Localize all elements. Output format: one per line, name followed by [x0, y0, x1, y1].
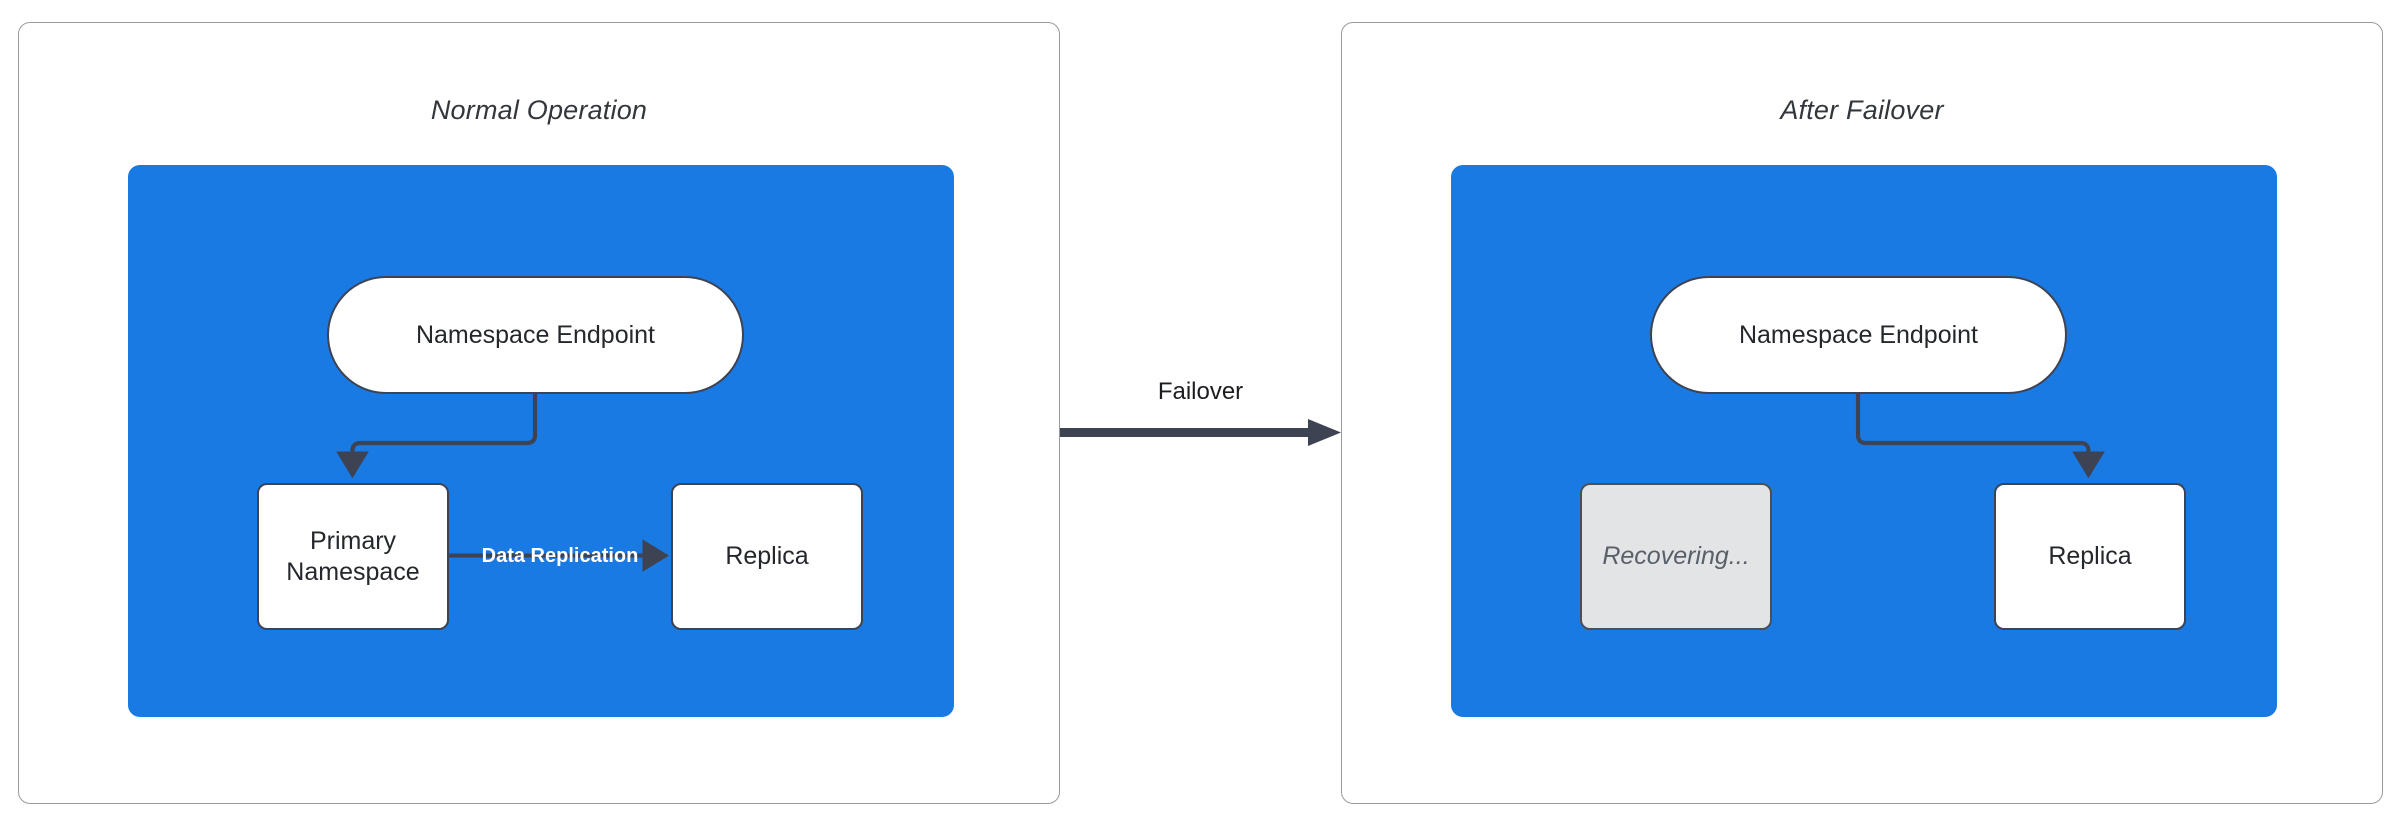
cluster-after-failover: Namespace Endpoint Recovering... Replica: [1451, 165, 2277, 717]
node-namespace-endpoint-left[interactable]: Namespace Endpoint: [327, 276, 744, 394]
cluster-normal-operation: Namespace Endpoint Primary Namespace Rep…: [128, 165, 954, 717]
node-label: Replica: [725, 542, 809, 571]
connector-layer-right: [1855, 393, 2105, 479]
node-namespace-endpoint-right[interactable]: Namespace Endpoint: [1650, 276, 2067, 394]
panel-normal-operation: Normal Operation Namespace Endpoint: [18, 22, 1060, 804]
node-label-line2: Namespace: [286, 557, 420, 586]
panel-title-normal-operation: Normal Operation: [430, 95, 648, 125]
node-primary-namespace[interactable]: Primary Namespace: [257, 483, 449, 630]
edge-endpoint-to-primary: [336, 393, 538, 479]
panel-title-after-failover: After Failover: [1780, 95, 1944, 125]
connector-layer-left: [336, 393, 670, 572]
node-label: Replica: [2048, 542, 2132, 571]
failover-label: Failover: [1157, 378, 1244, 405]
failover-arrow-icon: [1060, 419, 1341, 446]
node-label-line1: Primary: [309, 527, 397, 555]
node-recovering[interactable]: Recovering...: [1580, 483, 1772, 630]
node-label: Namespace Endpoint: [415, 320, 656, 349]
node-replica-right[interactable]: Replica: [1994, 483, 2186, 630]
failover-transition: Failover: [1060, 378, 1341, 468]
panel-after-failover: After Failover Namespace Endpoint Recove…: [1341, 22, 2383, 804]
node-label: Primary Namespace: [286, 526, 419, 587]
node-label: Namespace Endpoint: [1738, 320, 1979, 349]
node-replica-left[interactable]: Replica: [671, 483, 863, 630]
node-label: Recovering...: [1602, 542, 1750, 571]
edge-endpoint-to-replica: [1855, 393, 2105, 479]
